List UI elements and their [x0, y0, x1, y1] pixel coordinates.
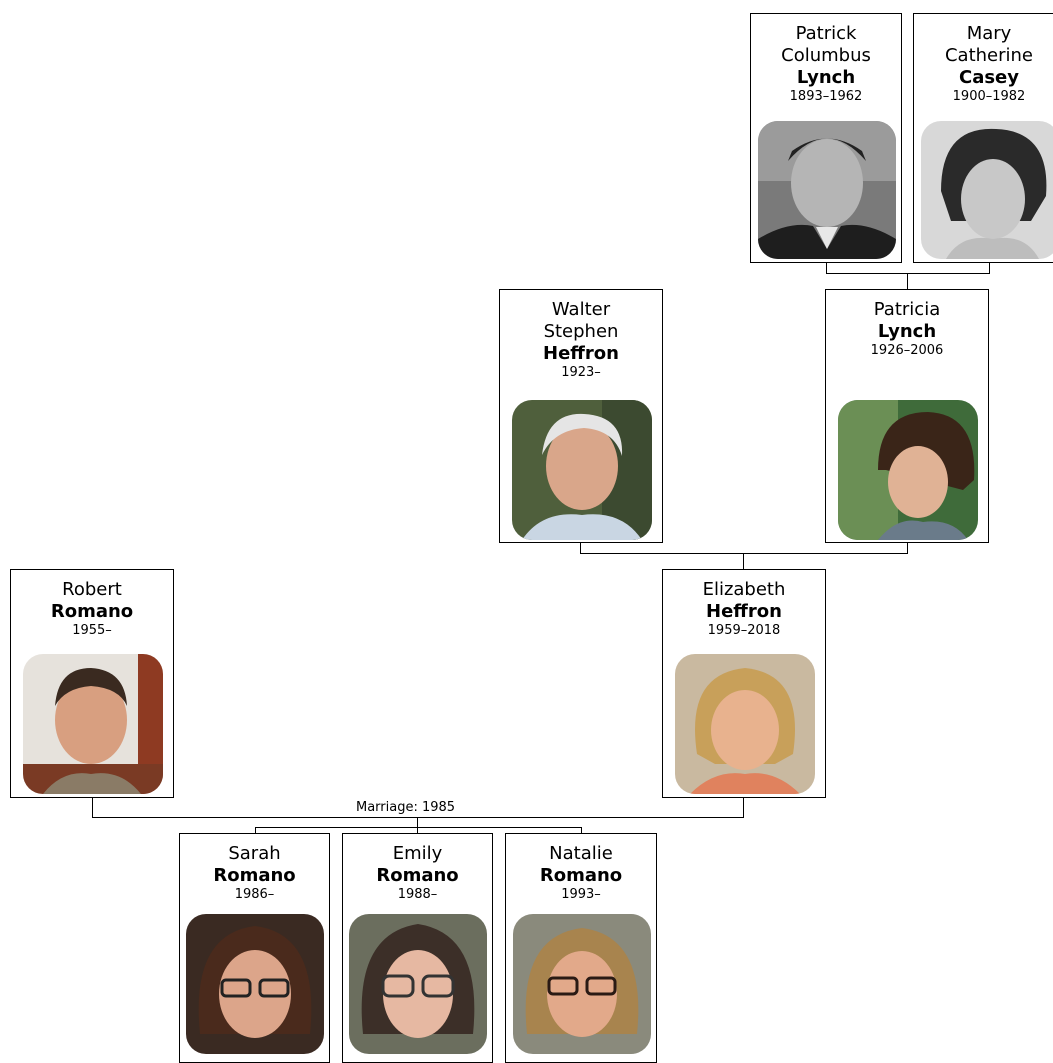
- surname: Heffron: [543, 343, 619, 364]
- surname: Heffron: [706, 601, 782, 622]
- person-card-sarah[interactable]: Sarah Romano 1986–: [179, 833, 330, 1063]
- connector-line: [92, 817, 744, 818]
- life-years: 1988–: [397, 887, 438, 902]
- connector-line: [255, 827, 256, 833]
- given-name: Elizabeth: [702, 579, 786, 600]
- life-years: 1986–: [234, 887, 275, 902]
- connector-line: [826, 262, 827, 273]
- connector-line: [989, 262, 990, 273]
- person-card-elizabeth[interactable]: Elizabeth Heffron 1959–2018: [662, 569, 826, 798]
- portrait-photo: [186, 914, 324, 1054]
- given-name: Natalie: [549, 843, 613, 864]
- marriage-label: Marriage: 1985: [354, 800, 458, 816]
- life-years: 1959–2018: [707, 623, 781, 638]
- connector-line: [743, 553, 744, 569]
- life-years: 1955–: [72, 623, 112, 638]
- given-name: Patricia: [873, 299, 941, 320]
- person-card-natalie[interactable]: Natalie Romano 1993–: [505, 833, 657, 1063]
- life-years: 1926–2006: [870, 343, 944, 358]
- person-card-emily[interactable]: Emily Romano 1988–: [342, 833, 493, 1063]
- surname: Casey: [958, 67, 1019, 88]
- connector-line: [92, 797, 93, 817]
- life-years: 1993–: [561, 887, 601, 902]
- person-card-patricia[interactable]: Patricia Lynch 1926–2006: [825, 289, 989, 543]
- connector-line: [417, 827, 418, 833]
- given-name: Walter Stephen: [543, 299, 619, 342]
- surname: Lynch: [877, 321, 937, 342]
- connector-line: [255, 827, 582, 828]
- portrait-photo: [23, 654, 163, 794]
- surname: Romano: [213, 865, 296, 886]
- surname: Romano: [376, 865, 459, 886]
- portrait-photo: [513, 914, 651, 1054]
- life-years: 1893–1962: [789, 89, 863, 104]
- person-card-mary[interactable]: Mary Catherine Casey 1900–1982: [913, 13, 1053, 263]
- portrait-photo: [512, 400, 652, 540]
- portrait-photo: [349, 914, 487, 1054]
- life-years: 1900–1982: [952, 89, 1026, 104]
- person-card-patrick[interactable]: Patrick Columbus Lynch 1893–1962: [750, 13, 902, 263]
- given-name: Sarah: [228, 843, 281, 864]
- given-name: Mary Catherine: [944, 23, 1034, 66]
- given-name: Patrick Columbus: [781, 23, 871, 66]
- connector-line: [907, 542, 908, 553]
- connector-line: [743, 797, 744, 817]
- portrait-photo: [758, 121, 896, 259]
- surname: Romano: [539, 865, 623, 886]
- portrait-photo: [838, 400, 978, 540]
- given-name: Robert: [62, 579, 122, 600]
- surname: Romano: [50, 601, 134, 622]
- person-card-robert[interactable]: Robert Romano 1955–: [10, 569, 174, 798]
- connector-line: [907, 273, 908, 289]
- surname: Lynch: [796, 67, 856, 88]
- connector-line: [580, 542, 581, 553]
- person-card-walter[interactable]: Walter Stephen Heffron 1923–: [499, 289, 663, 543]
- connector-line: [581, 827, 582, 833]
- given-name: Emily: [392, 843, 443, 864]
- connector-line: [580, 553, 908, 554]
- life-years: 1923–: [561, 365, 601, 380]
- connector-line: [417, 817, 418, 827]
- connector-line: [826, 273, 990, 274]
- portrait-photo: [675, 654, 815, 794]
- portrait-photo: [921, 121, 1053, 259]
